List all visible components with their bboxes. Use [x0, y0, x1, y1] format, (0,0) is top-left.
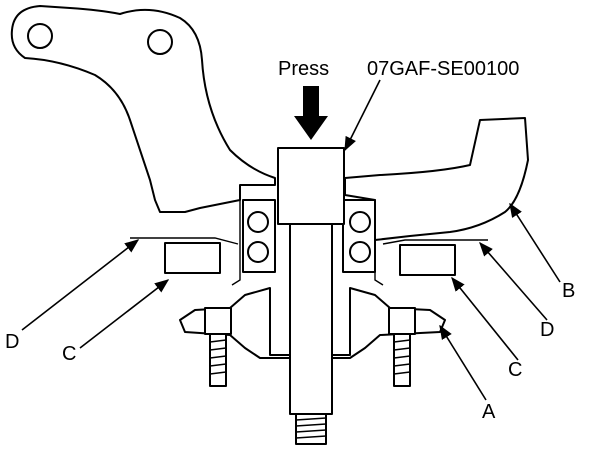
press-tool	[277, 147, 345, 445]
bearing-ball	[247, 211, 269, 233]
label-d-left: D	[5, 331, 19, 353]
bearing-ball	[247, 241, 269, 263]
leader-lines	[21, 79, 561, 401]
wheel-hub-flange	[179, 287, 446, 359]
knuckle-hole-right	[147, 29, 173, 55]
wheel-stud-right	[388, 307, 416, 387]
steering-knuckle	[10, 5, 529, 286]
label-d-right: D	[540, 319, 554, 341]
label-c-right: C	[508, 359, 522, 381]
tool-number-label: 07GAF-SE00100	[367, 58, 519, 80]
bearing-ball	[349, 241, 371, 263]
snap-ring-left	[130, 237, 239, 245]
snap-ring-right	[382, 239, 488, 245]
press-arrow-icon	[294, 86, 328, 140]
label-a: A	[482, 401, 496, 423]
label-b: B	[562, 280, 575, 302]
press-label: Press	[278, 58, 329, 80]
label-c-left: C	[62, 343, 76, 365]
support-block-right	[399, 244, 456, 276]
bearing-ball	[349, 211, 371, 233]
hub-bearing	[242, 199, 376, 273]
support-block-left	[164, 242, 221, 274]
knuckle-hole-left	[27, 23, 53, 49]
wheel-stud-left	[204, 307, 232, 387]
